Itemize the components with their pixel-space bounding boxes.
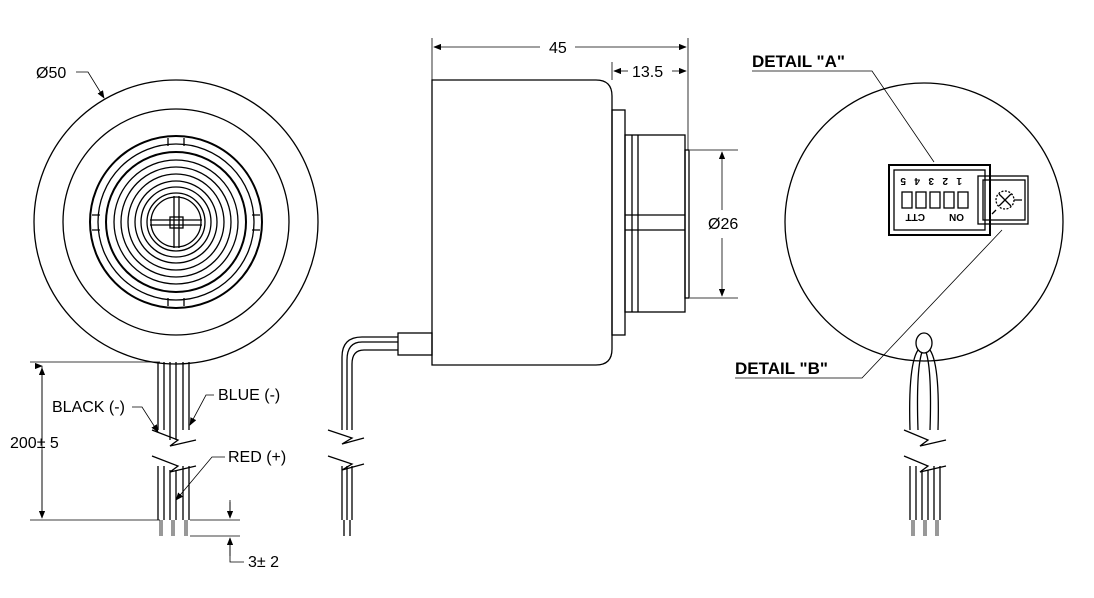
- diameter-50-label: Ø50: [36, 65, 66, 82]
- detail-b-label: DETAIL "B": [735, 359, 828, 378]
- blue-wire-label: BLUE (-): [218, 387, 280, 404]
- svg-text:3: 3: [928, 175, 934, 186]
- length-13-5-label: 13.5: [632, 64, 663, 81]
- svg-text:ON: ON: [949, 211, 964, 222]
- svg-text:1: 1: [956, 175, 962, 186]
- svg-text:4: 4: [914, 175, 920, 186]
- back-view: 1 2 3 4 5 ON CTT DETAIL "A" DETAIL "B": [735, 52, 1064, 536]
- detail-a-label: DETAIL "A": [752, 52, 845, 71]
- front-view: Ø50: [33, 65, 319, 365]
- wire-length-label: 200± 5: [10, 435, 59, 452]
- length-45-label: 45: [549, 40, 567, 57]
- dip-switch: 1 2 3 4 5 ON CTT: [900, 175, 969, 222]
- strip-length-label: 3± 2: [248, 554, 279, 571]
- svg-text:5: 5: [900, 175, 906, 186]
- side-view: 45 13.5 Ø26: [327, 38, 738, 536]
- black-wire-label: BLACK (-): [52, 399, 125, 416]
- diameter-26-label: Ø26: [708, 216, 738, 233]
- svg-text:2: 2: [942, 175, 948, 186]
- red-wire-label: RED (+): [228, 449, 286, 466]
- front-wires: 200± 5 BLACK (-) BLUE (-) RED (+) 3± 2: [10, 362, 286, 571]
- svg-text:CTT: CTT: [906, 211, 925, 222]
